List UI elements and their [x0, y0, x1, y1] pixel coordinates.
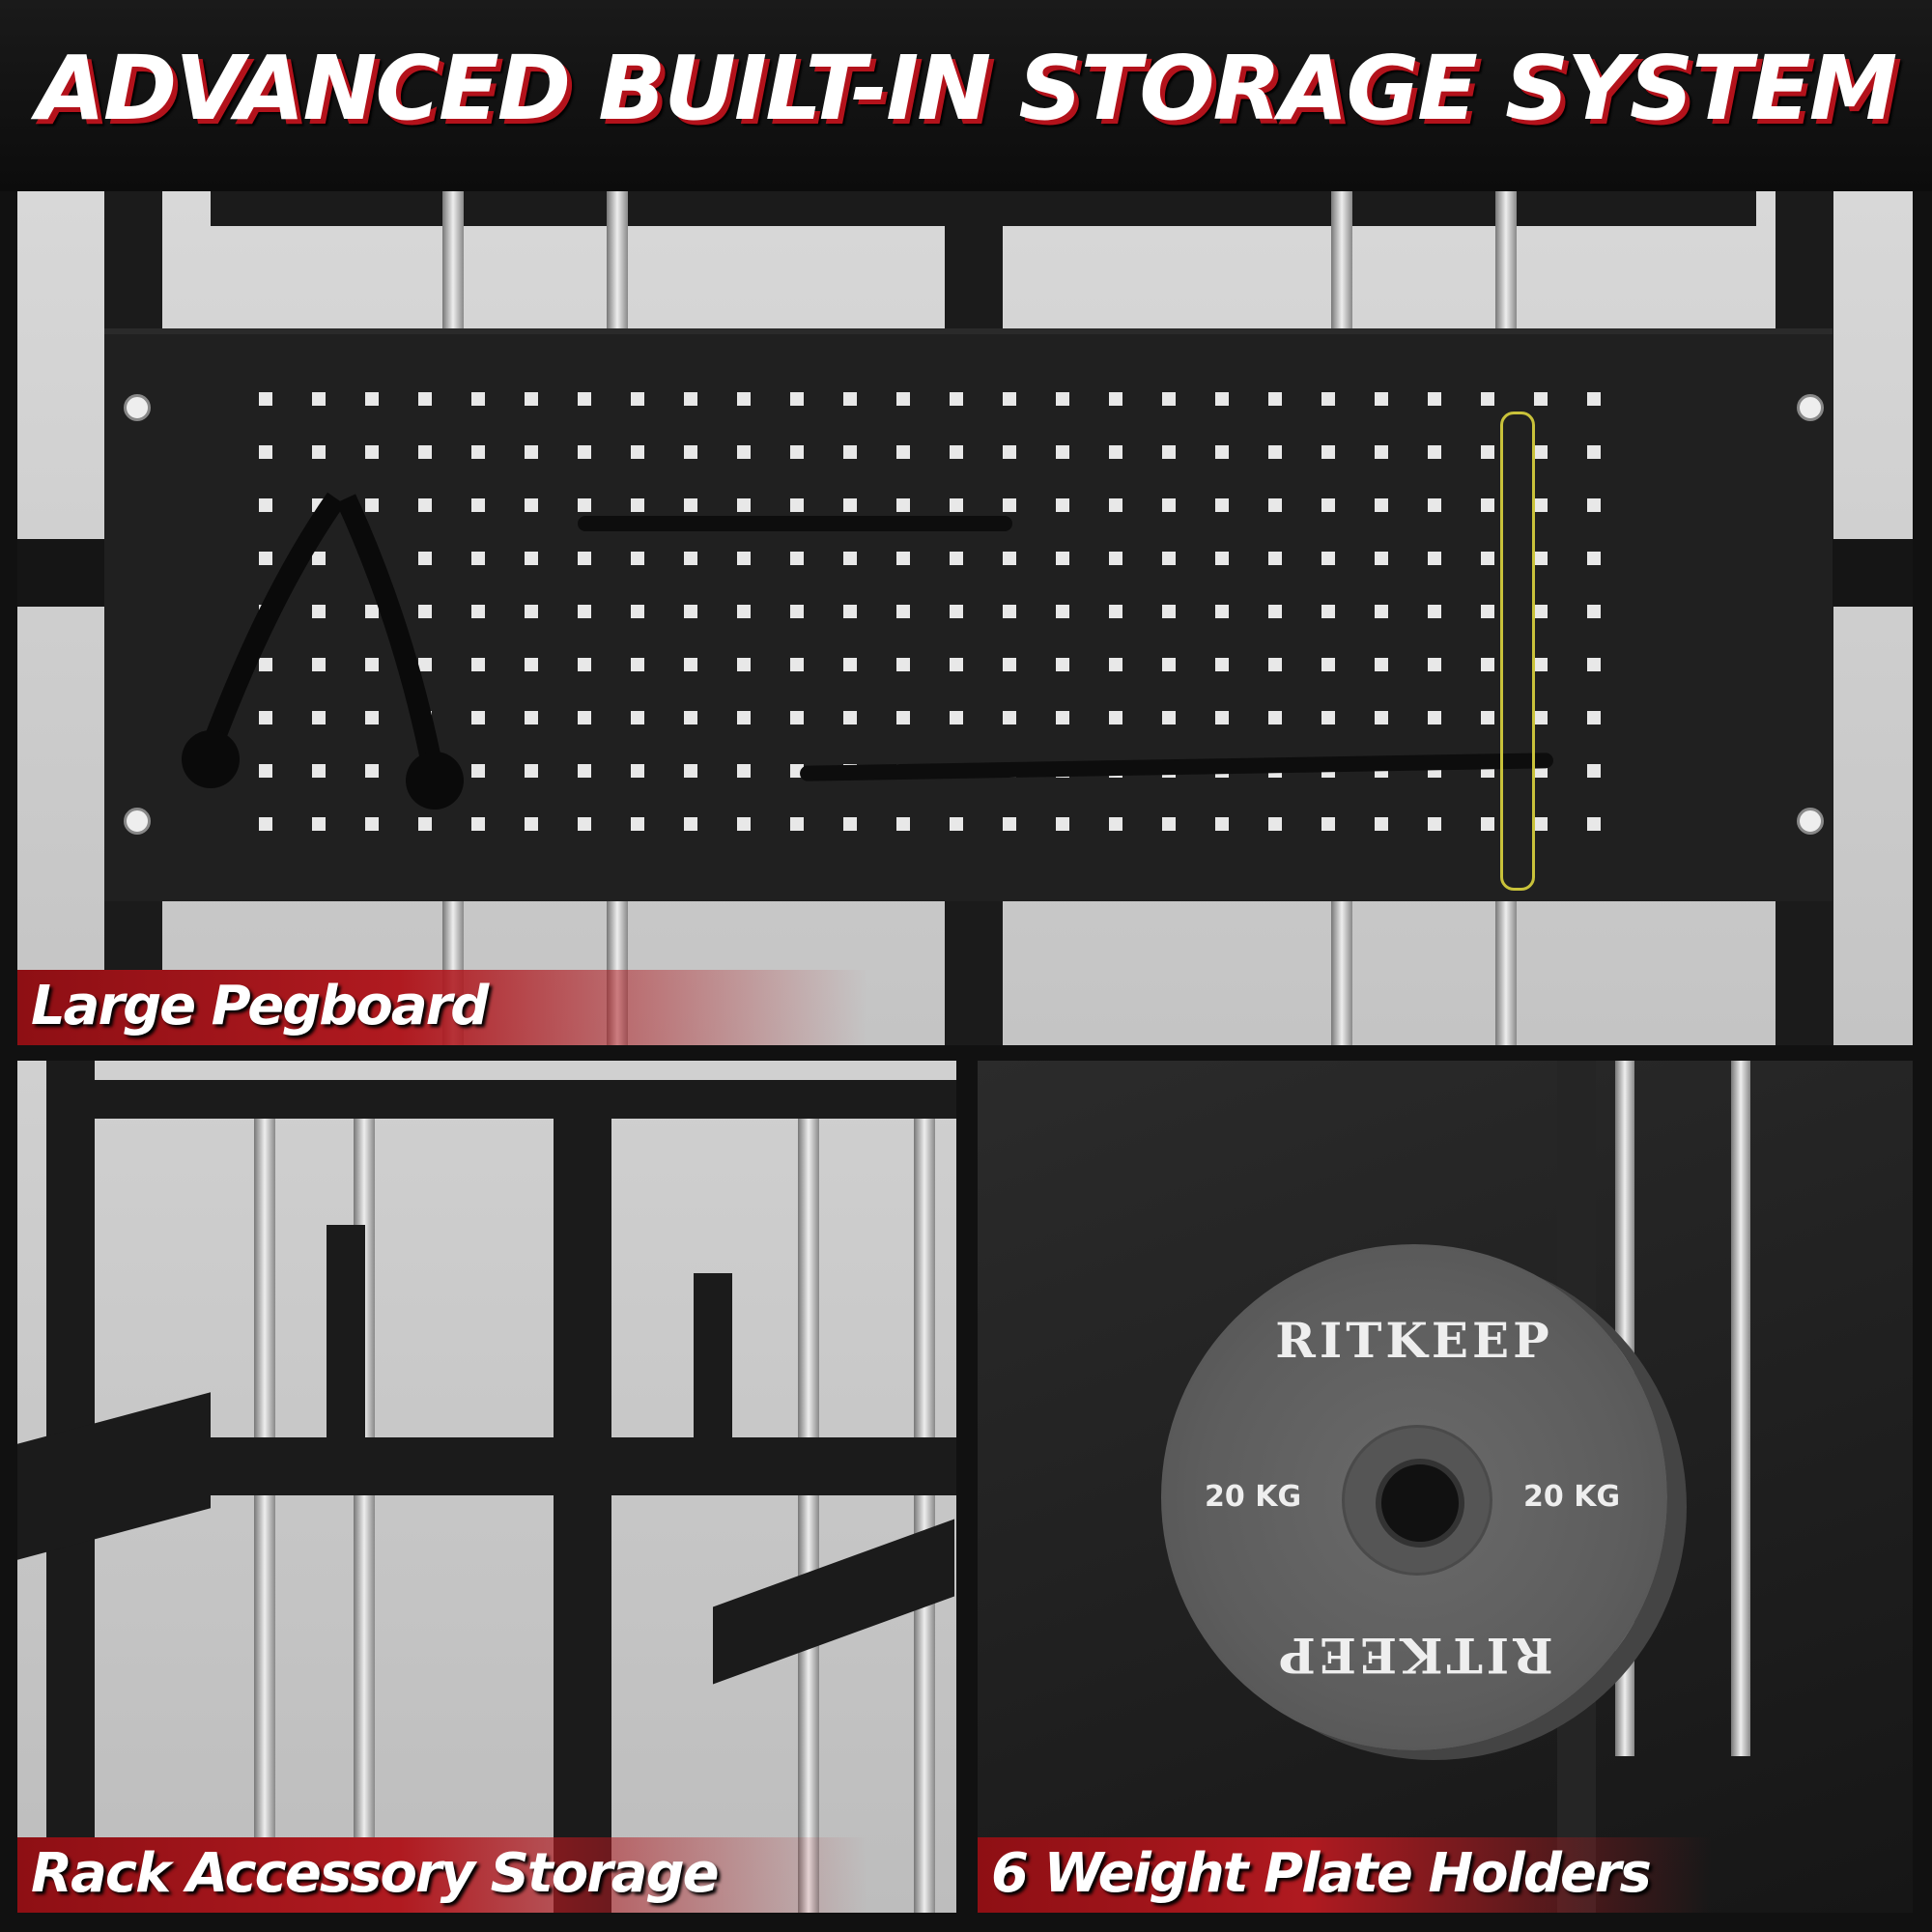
- bolt-icon: [124, 394, 151, 421]
- label-bar: 6 Weight Plate Holders: [978, 1837, 1712, 1913]
- resistance-band: [1500, 412, 1535, 891]
- guide-rod: [1731, 1061, 1750, 1756]
- guide-rod: [914, 1119, 935, 1913]
- weight-plate: RITKEEP RITKEEP 20 KG 20 KG: [1161, 1244, 1667, 1750]
- frame-post: [554, 1099, 611, 1913]
- plate-holder: [694, 1273, 732, 1466]
- page-title: ADVANCED BUILT-IN STORAGE SYSTEM: [36, 37, 1898, 140]
- plate-sleeve: [1376, 1459, 1464, 1548]
- plate-weight: 20 KG: [1523, 1480, 1621, 1514]
- weight-plate-holders-panel: RITKEEP RITKEEP 20 KG 20 KG 6 Weight Pla…: [978, 1061, 1913, 1913]
- top-crossbar: [75, 1080, 956, 1119]
- plate-hub: [1342, 1425, 1492, 1576]
- rack-accessory-panel: Rack Accessory Storage: [17, 1061, 956, 1913]
- plate-holder: [327, 1225, 365, 1447]
- plate-weight: 20 KG: [1205, 1480, 1302, 1514]
- panel-label: 6 Weight Plate Holders: [991, 1842, 1652, 1905]
- label-bar: Large Pegboard: [17, 970, 867, 1045]
- label-bar: Rack Accessory Storage: [17, 1837, 867, 1913]
- panel-label: Rack Accessory Storage: [31, 1842, 720, 1905]
- guide-rod: [254, 1119, 275, 1913]
- title-banner: ADVANCED BUILT-IN STORAGE SYSTEM: [0, 0, 1932, 191]
- guide-rod: [798, 1119, 819, 1913]
- pegboard-panel: Large Pegboard: [17, 191, 1913, 1045]
- pegboard: [104, 328, 1833, 901]
- storage-crossbar: [191, 1437, 956, 1495]
- plate-brand: RITKEEP: [1275, 1312, 1553, 1369]
- tricep-rope-icon: [182, 492, 464, 810]
- bolt-icon: [1797, 394, 1824, 421]
- bolt-icon: [1797, 808, 1824, 835]
- straight-bar-attachment: [578, 516, 1012, 531]
- bolt-icon: [124, 808, 151, 835]
- panel-label: Large Pegboard: [31, 975, 489, 1037]
- plate-brand: RITKEEP: [1275, 1627, 1553, 1684]
